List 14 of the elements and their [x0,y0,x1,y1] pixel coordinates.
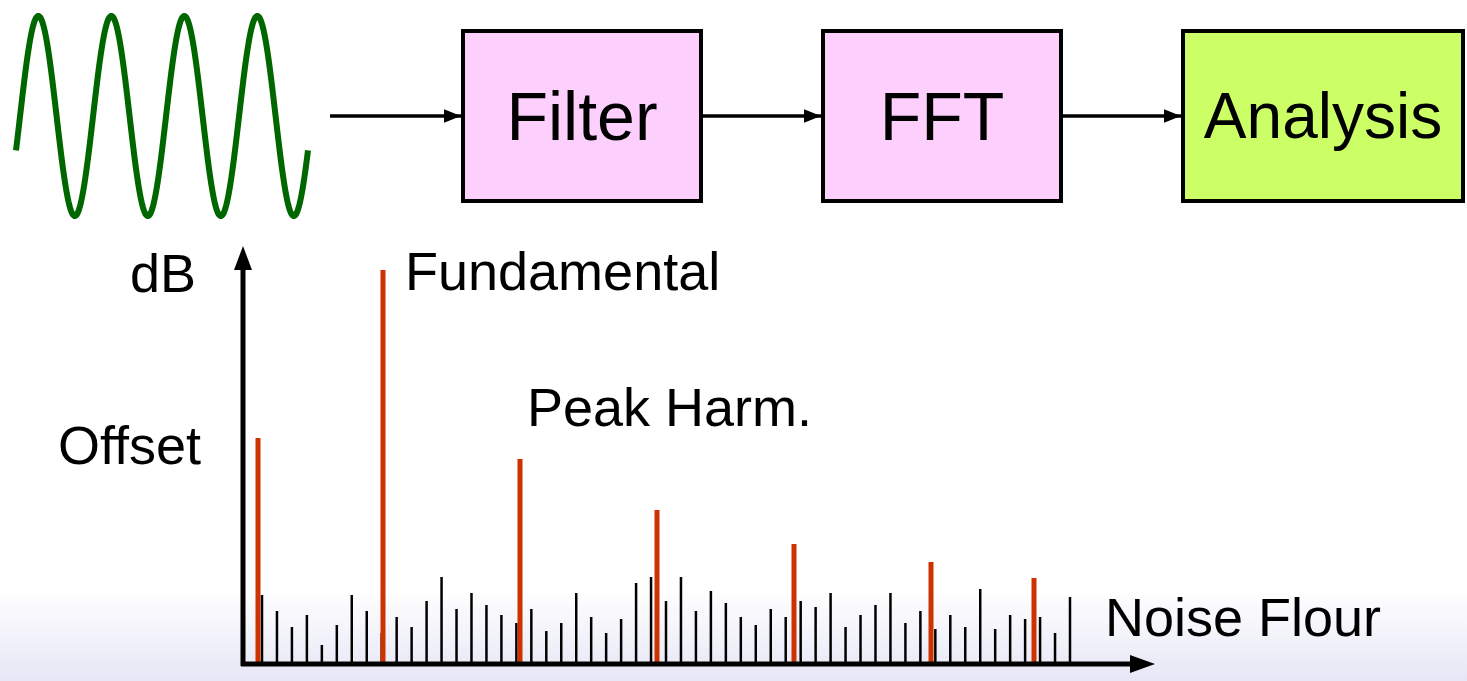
peak-label: Offset [58,418,202,472]
box-label: FFT [879,77,1005,155]
box-label: Analysis [1203,79,1443,153]
process-box [1181,29,1465,203]
arrow [1063,109,1181,123]
axis-label: dB [130,246,197,300]
arrow [330,109,461,123]
peak-label: Fundamental [405,244,721,298]
peak-label: Peak Harm. [527,380,813,434]
noise-label: Noise Flour [1105,590,1382,644]
process-box [821,29,1063,203]
arrow [703,109,821,123]
box-label: Filter [506,77,658,155]
process-box [461,29,703,203]
